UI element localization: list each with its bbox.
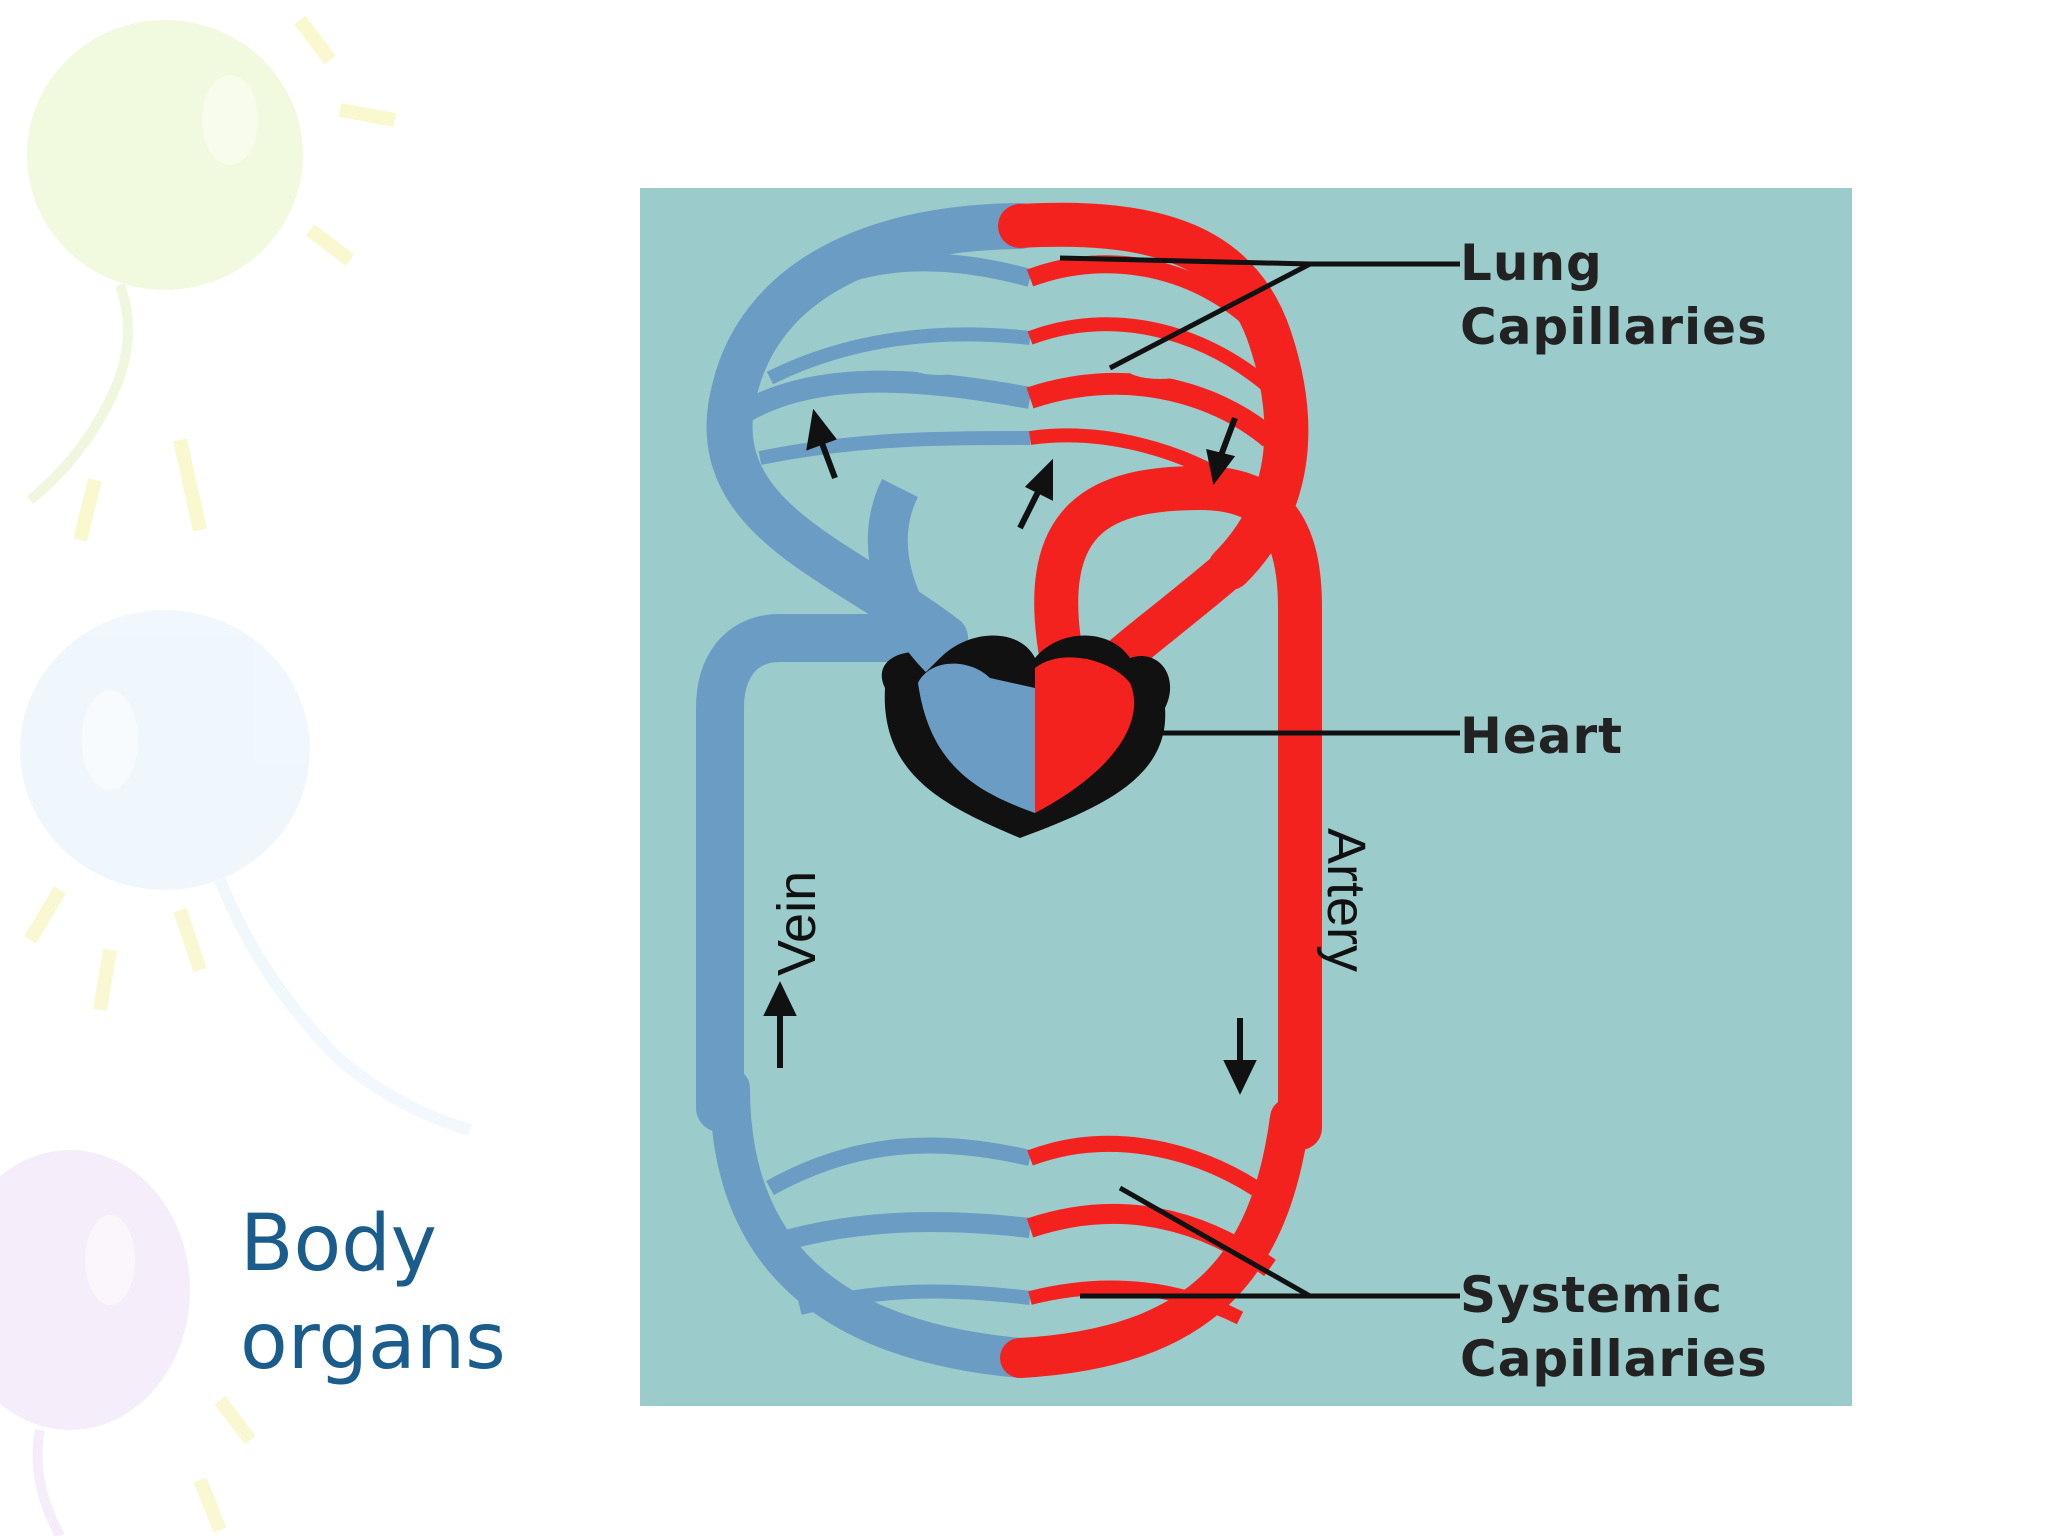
circulation-diagram: Lung Capillaries Heart Systemic Capillar…: [640, 188, 1852, 1406]
systemic-vein-arc: [710, 1068, 1040, 1378]
balloon-green-decoration: [26, 15, 397, 542]
systemic-label-line-2: Capillaries: [1460, 1330, 1768, 1388]
vein-label: Vein: [767, 871, 827, 976]
arrow-up-icon-vein: [763, 981, 797, 1068]
body-organs-caption: Body organs: [240, 1195, 506, 1391]
lung-label-line-2: Capillaries: [1460, 298, 1768, 356]
lung-vein-arc: [706, 203, 1043, 661]
caption-line-1: Body: [240, 1199, 437, 1289]
arrow-up-icon-lung-left: [806, 408, 838, 480]
heart-left-side: [1035, 657, 1135, 813]
systemic-artery-arc: [1000, 1098, 1310, 1378]
systemic-label-line-1: Systemic: [1460, 1266, 1723, 1324]
artery-label: Artery: [1316, 828, 1376, 972]
balloon-blue-decoration: [20, 610, 472, 1136]
leader-lines: [1059, 255, 1460, 1299]
systemic-capillary-bed: [710, 1068, 1310, 1378]
balloon-purple-decoration: [0, 1150, 256, 1536]
heart-label: Heart: [1460, 707, 1623, 765]
arrow-down-icon-artery: [1223, 1018, 1257, 1095]
arrow-down-icon-lung-right: [1206, 416, 1238, 486]
heart-right-side: [918, 663, 1035, 813]
aorta-arch: [1034, 465, 1322, 1150]
heart: [867, 479, 1171, 838]
vein-vessel: [696, 614, 964, 1132]
lung-label-line-1: Lung: [1460, 234, 1603, 292]
caption-line-2: organs: [240, 1297, 506, 1387]
flow-arrows: [763, 408, 1257, 1095]
arrow-up-icon-pulmonary: [1017, 458, 1053, 530]
